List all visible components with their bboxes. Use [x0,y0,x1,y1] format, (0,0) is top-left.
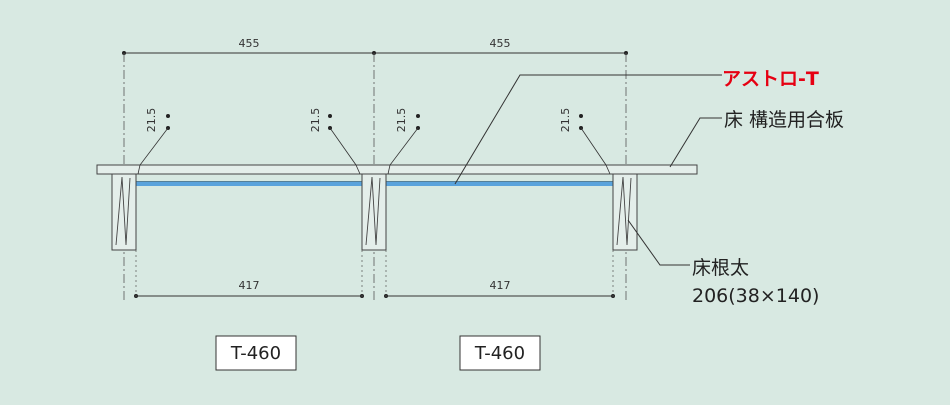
product-label: アストロ-T [722,68,819,90]
offset-label: 21.5 [145,108,158,133]
product-code-label: T-460 [230,343,281,364]
product-code-box: T-460 [215,335,297,371]
product-code-label: T-460 [474,343,525,364]
top-span-2-label: 455 [490,37,511,50]
offset-label: 21.5 [309,108,322,133]
floor-board-label: 床 構造用合板 [724,109,844,131]
top-span-1-label: 455 [239,37,260,50]
top-dimension: 455 455 [122,37,628,55]
joist-label-line2: 206(38×140) [692,285,819,307]
bottom-span-1-label: 417 [239,279,260,292]
offset-label: 21.5 [559,108,572,133]
bottom-span-2-label: 417 [490,279,511,292]
bottom-dimension: 417 417 [134,250,615,300]
joist [361,173,387,251]
offset-dim: 21.5 [387,108,420,175]
product-code-box: T-460 [459,335,541,371]
joist [111,173,137,251]
offset-label: 21.5 [395,108,408,133]
product-leader [454,74,722,185]
floor-board [96,164,698,175]
floor-board-leader [669,117,722,168]
joist-leader [627,219,690,266]
joist [612,173,638,251]
joist-label-line1: 床根太 [692,257,749,279]
offset-dim: 21.5 [137,108,170,175]
offset-dim: 21.5 [559,108,611,175]
offset-dim: 21.5 [309,108,361,175]
